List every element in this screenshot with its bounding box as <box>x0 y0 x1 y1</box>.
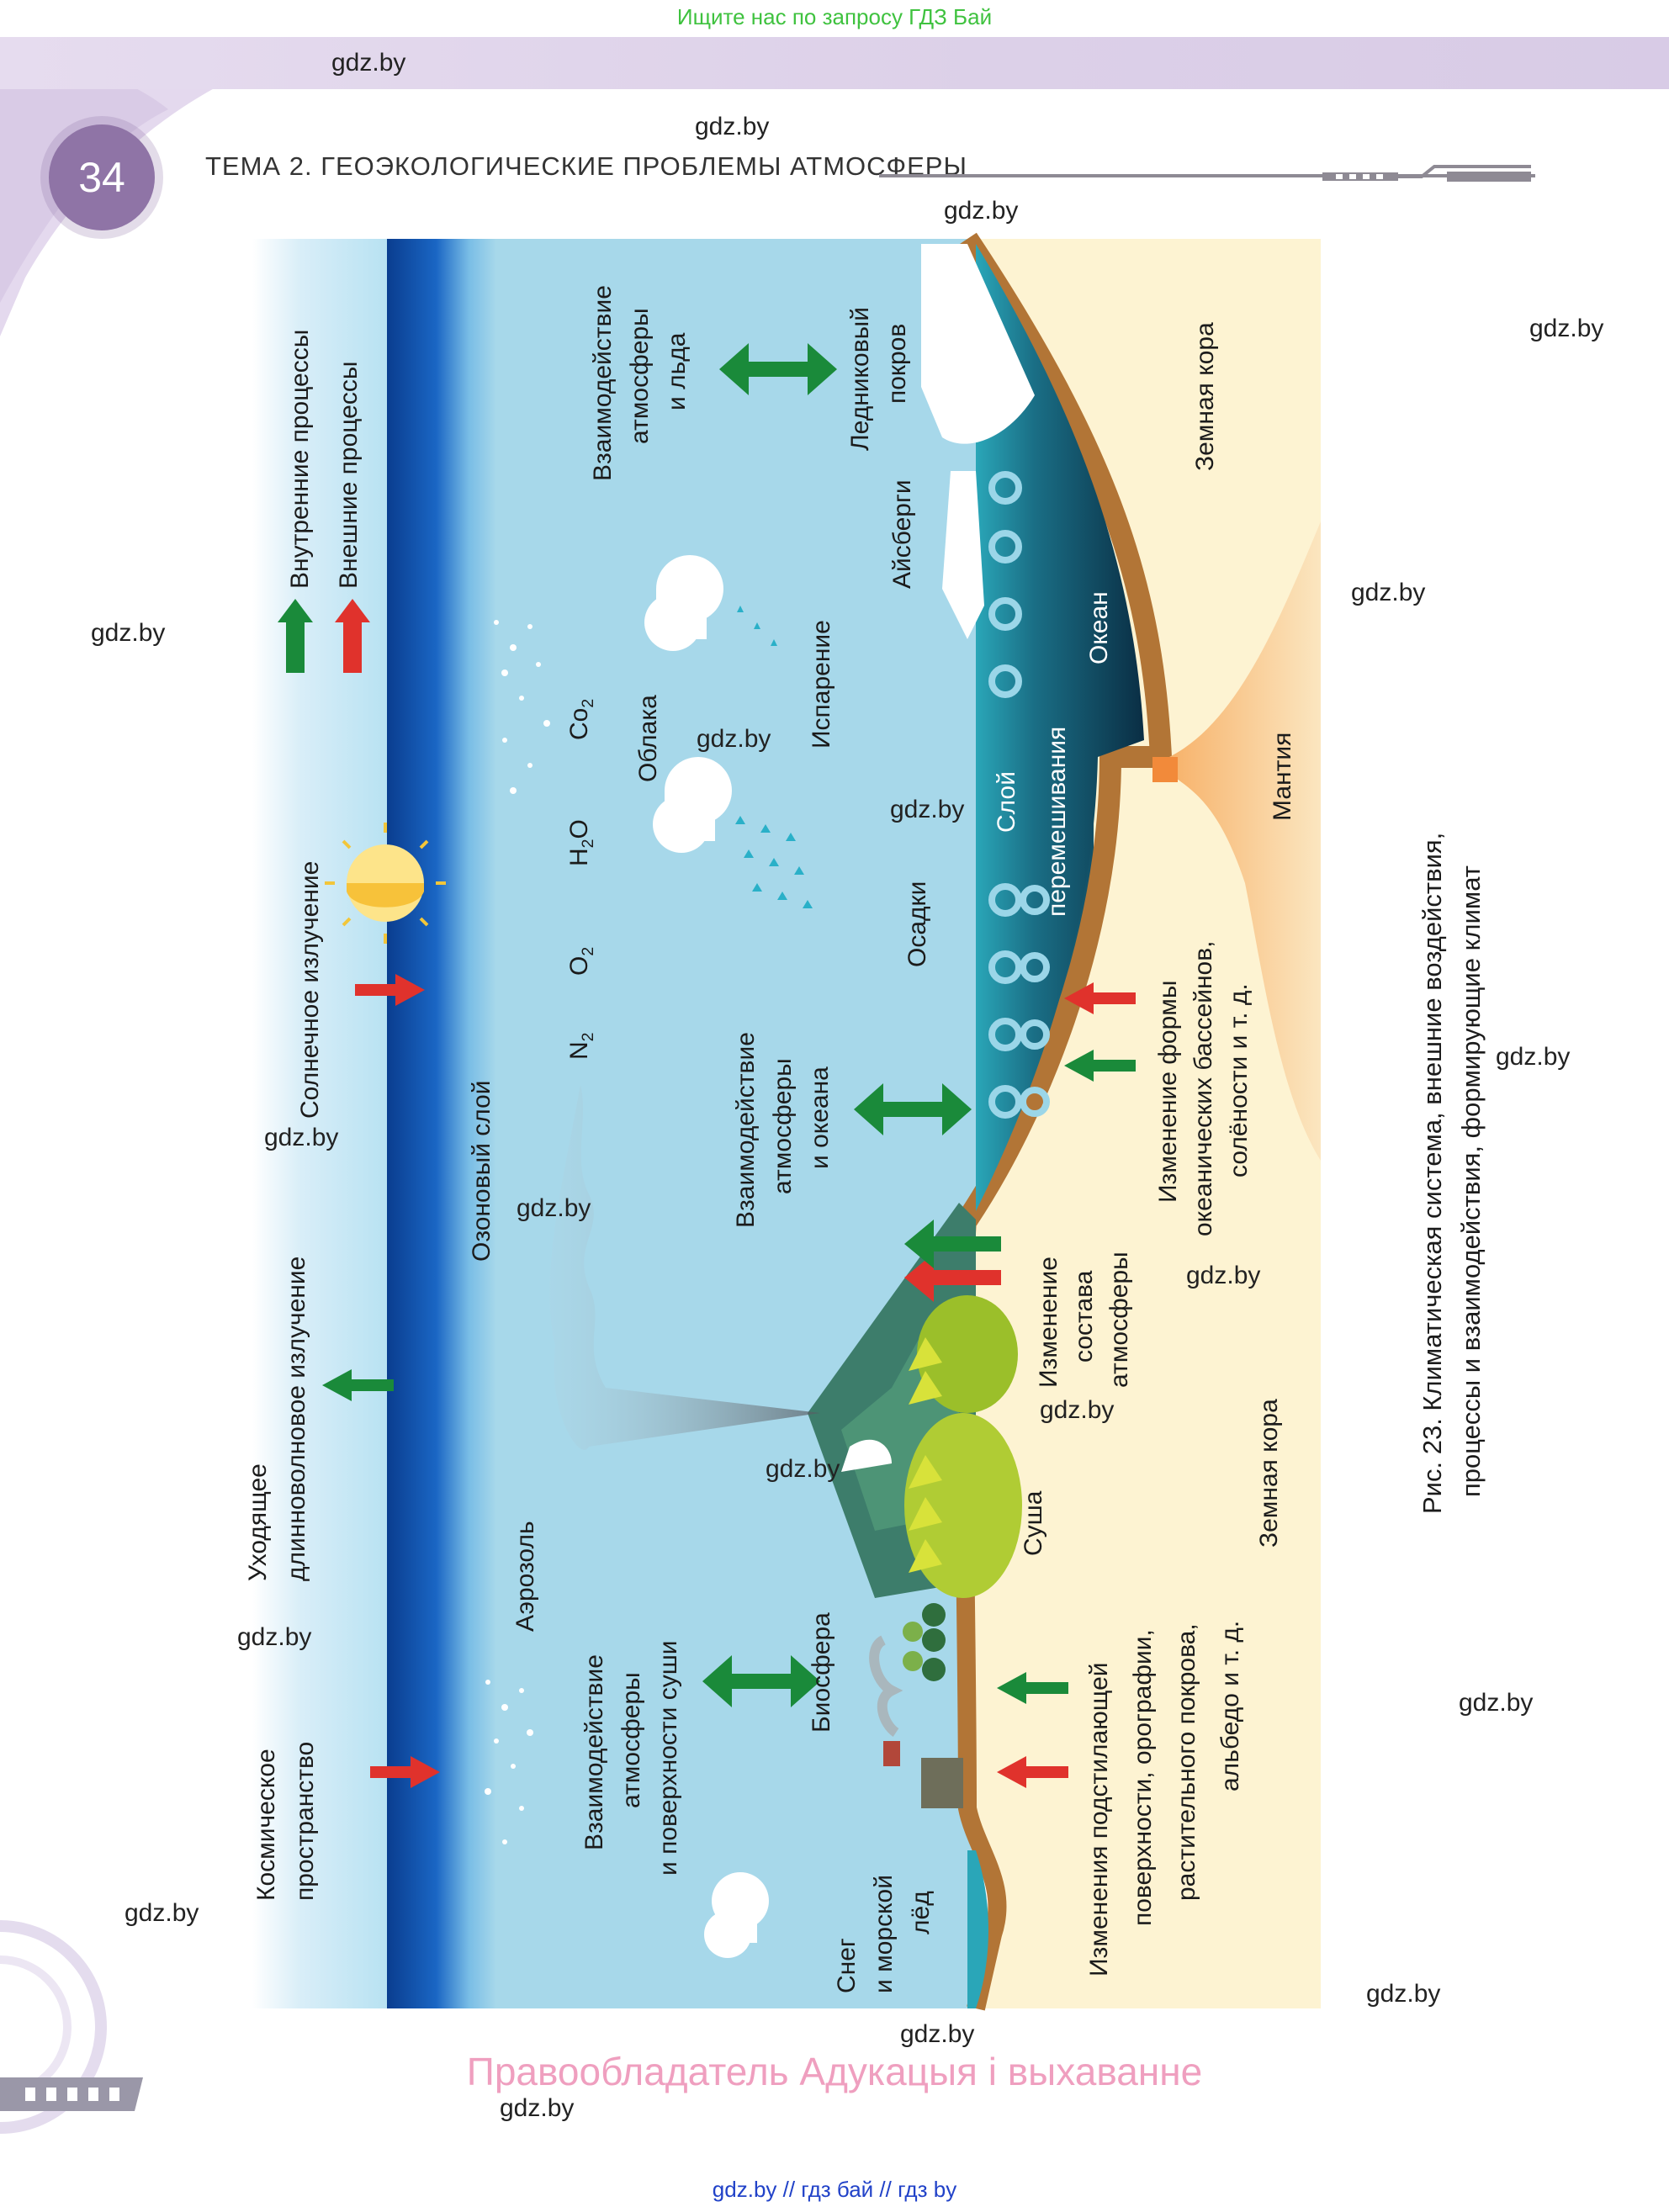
watermark: gdz.by <box>1366 1980 1441 2008</box>
watermark: gdz.by <box>1351 579 1426 606</box>
crust-top-label: Земная кора <box>1191 322 1219 471</box>
atm-land-label-3: и поверхности суши <box>654 1640 682 1876</box>
watermark: gdz.by <box>900 2020 975 2048</box>
evaporation-label: Испарение <box>808 620 835 749</box>
external-arrows <box>355 974 1136 1788</box>
aerosol-label: Аэрозоль <box>511 1521 539 1632</box>
atm-ice-label-2: атмосферы <box>626 308 654 444</box>
crust-bottom-label: Земная кора <box>1255 1399 1283 1548</box>
page-number: 34 <box>49 124 155 230</box>
atm-ice-label-3: и льда <box>663 332 691 410</box>
header-rule <box>879 174 1535 177</box>
ozone-layer-label: Озоновый слой <box>468 1080 495 1262</box>
interaction-double-arrows <box>702 343 972 1707</box>
legend-internal-label: Внутренние процессы <box>286 329 314 589</box>
outgoing-radiation-label-1: Уходящее <box>244 1463 272 1581</box>
mantle-area <box>1169 521 1321 1161</box>
snow-label-2: и морской <box>870 1875 898 1993</box>
gas-co2: Co2 <box>565 698 597 740</box>
space-label-2: пространство <box>291 1741 319 1901</box>
footer-links[interactable]: gdz.by // гдз бай // гдз by <box>712 2177 957 2202</box>
atm-ocean-label-2: атмосферы <box>769 1058 797 1194</box>
biosphere-label: Биосфера <box>808 1612 835 1733</box>
surface-change-label-1: Изменения подстилающей <box>1085 1662 1113 1977</box>
header-band <box>0 37 1669 89</box>
atm-ocean-label-1: Взаимодействие <box>732 1032 760 1228</box>
glacier <box>921 244 1035 444</box>
legend-external-label: Внешние процессы <box>335 361 363 589</box>
composition-change-label-3: атмосферы <box>1105 1252 1133 1388</box>
sun-icon <box>325 823 446 944</box>
ocean-change-label-3: солёности и т. д. <box>1225 983 1253 1177</box>
gas-n2: N2 <box>565 1032 597 1060</box>
composition-change-label-2: состава <box>1070 1270 1098 1363</box>
gas-o2: O2 <box>565 946 597 976</box>
atm-ocean-label-3: и океана <box>806 1066 834 1169</box>
internal-arrows <box>322 1050 1136 1704</box>
watermark: gdz.by <box>500 2094 575 2122</box>
watermark: gdz.by <box>125 1899 199 1927</box>
watermark: gdz.by <box>944 197 1019 225</box>
solar-radiation-label: Солнечное излучение <box>296 860 324 1119</box>
glacier-label-1: Ледниковый <box>846 307 874 451</box>
icebergs-label: Айсберги <box>888 479 916 589</box>
watermark: gdz.by <box>766 1455 840 1483</box>
watermark: gdz.by <box>264 1124 339 1151</box>
watermark: gdz.by <box>1529 315 1604 342</box>
gas-h2o: H2O <box>565 819 597 866</box>
snow-label-3: лёд <box>907 1891 935 1934</box>
top-banner: Ищите нас по запросу ГДЗ Бай <box>676 4 993 29</box>
crust-ocean-floor <box>967 239 1321 2008</box>
composition-change-label-1: Изменение <box>1035 1257 1062 1388</box>
mixing-label-2: перемешивания <box>1043 726 1071 917</box>
watermark: gdz.by <box>237 1623 312 1651</box>
surface-change-label-4: альбедо и т. д. <box>1216 1620 1244 1791</box>
mixing-arrows <box>988 471 1050 1119</box>
watermark: gdz.by <box>331 49 406 77</box>
surface-change-label-2: поверхности, орографии, <box>1129 1629 1157 1926</box>
mantle-label: Мантия <box>1269 732 1296 821</box>
watermark: gdz.by <box>517 1194 591 1222</box>
watermark: gdz.by <box>890 796 965 823</box>
ocean-change-label-1: Изменение формы <box>1154 980 1182 1203</box>
aerosol-dots <box>485 620 550 1844</box>
corner-decoration-bottom <box>0 1920 143 2134</box>
atm-land-label-1: Взаимодействие <box>580 1654 608 1850</box>
watermark: gdz.by <box>91 619 166 647</box>
glacier-label-2: покров <box>883 323 911 404</box>
rain-drops <box>735 606 813 908</box>
copyright-footer: Правообладатель Адукацыя і выхаванне <box>466 2050 1203 2093</box>
surface-change-label-3: растительного покрова, <box>1173 1623 1200 1901</box>
clouds-label: Облака <box>634 695 662 782</box>
ozone-band <box>387 239 496 2008</box>
watermark: gdz.by <box>1496 1043 1571 1071</box>
space-label-1: Космическое <box>252 1749 280 1901</box>
atm-ice-label-1: Взаимодействие <box>589 285 617 481</box>
watermark: gdz.by <box>1186 1262 1261 1289</box>
watermark: gdz.by <box>1459 1689 1534 1717</box>
ocean-change-label-2: океанических бассейнов, <box>1189 940 1217 1236</box>
trees <box>903 1603 946 1681</box>
mixing-label-1: Слой <box>993 771 1020 833</box>
outgoing-radiation-label-2: длинноволновое излучение <box>283 1256 310 1581</box>
watermark: gdz.by <box>697 725 771 753</box>
watermark: gdz.by <box>1040 1396 1115 1424</box>
watermark: gdz.by <box>695 113 770 140</box>
cloud-icon <box>644 555 769 1958</box>
chapter-title: ТЕМА 2. ГЕОЭКОЛОГИЧЕСКИЕ ПРОБЛЕМЫ АТМОСФ… <box>205 151 967 181</box>
figure-caption-line-1: Рис. 23. Климатическая система, внешние … <box>1417 832 1447 1514</box>
atm-land-label-2: атмосферы <box>617 1672 645 1808</box>
ocean-label: Океан <box>1085 591 1113 664</box>
header-ornament <box>1322 165 1531 182</box>
factory <box>921 1758 963 1808</box>
figure-caption-line-2: процессы и взаимодействия, формирующие к… <box>1456 865 1486 1497</box>
external-process-arrow-icon <box>335 599 370 673</box>
precipitation-label: Осадки <box>903 881 931 967</box>
internal-process-arrow-icon <box>278 599 313 673</box>
land-label: Суша <box>1020 1490 1047 1556</box>
snow-label-1: Снег <box>833 1938 861 1993</box>
volcano-plume <box>549 1085 820 1450</box>
space-area <box>252 239 387 2008</box>
